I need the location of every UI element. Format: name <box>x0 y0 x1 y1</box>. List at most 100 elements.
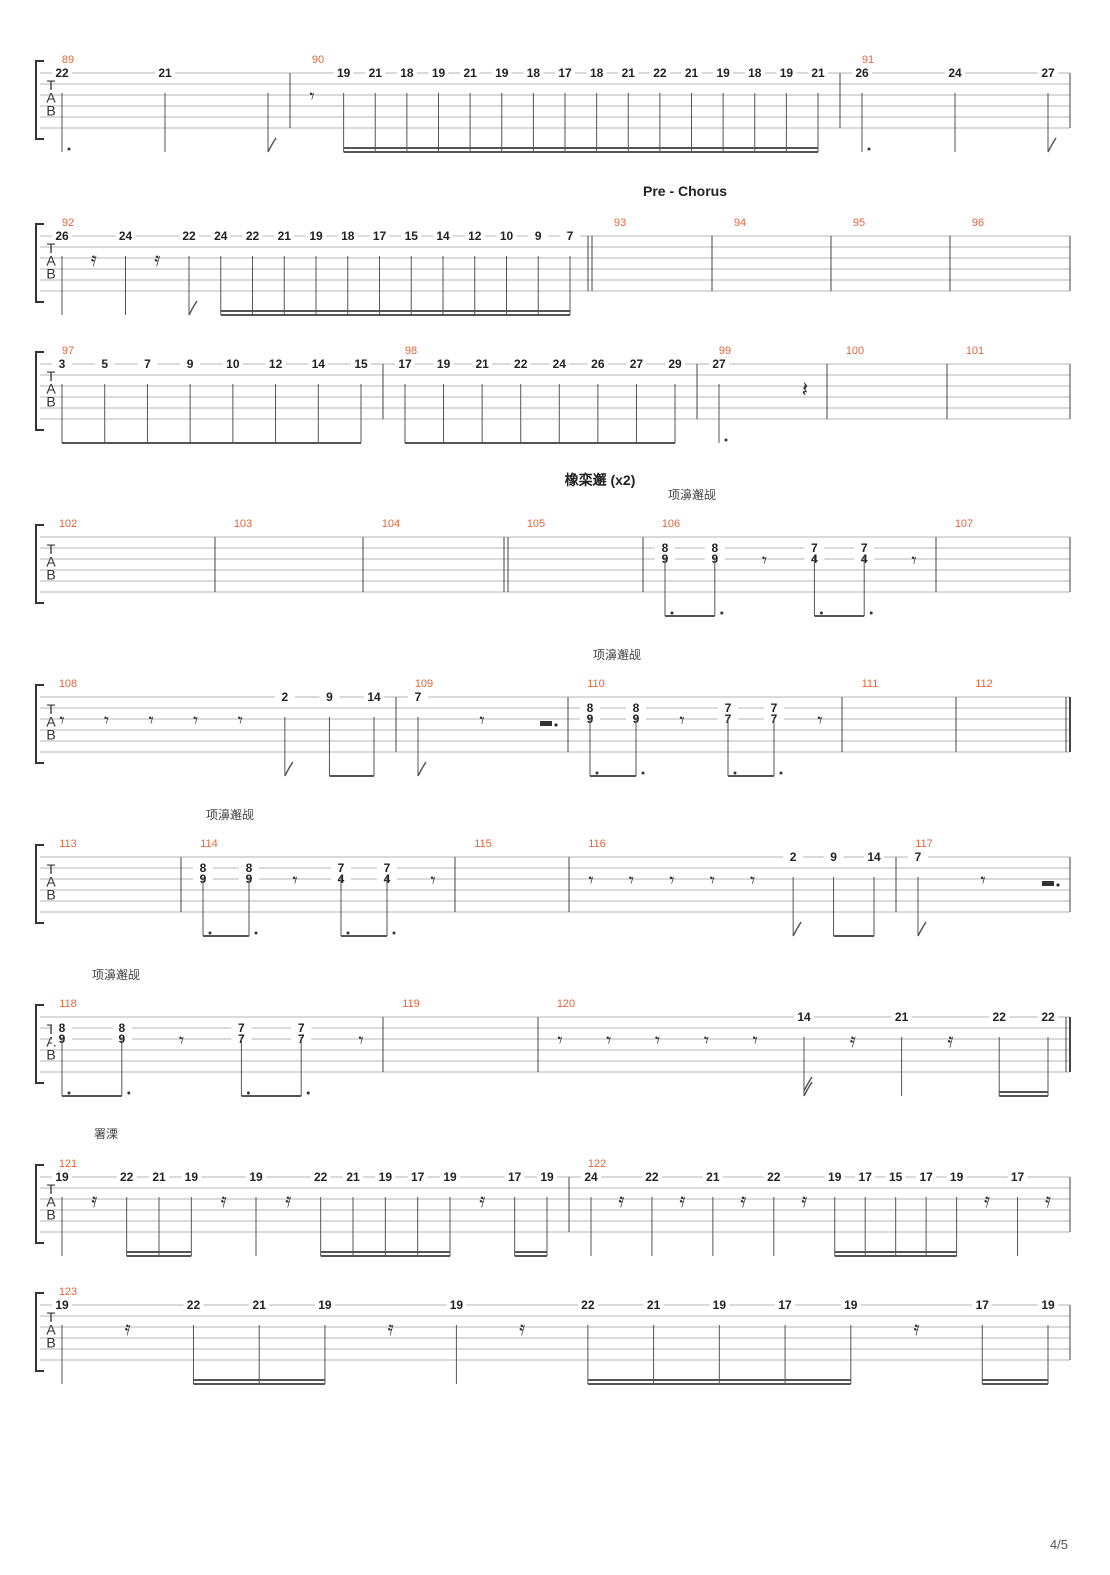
fret-number: 22 <box>187 1298 201 1312</box>
rhythm-dot <box>867 147 871 151</box>
subsection-label: 项濞邂觇 <box>668 487 716 502</box>
fret-number: 29 <box>668 357 682 371</box>
fret-bg <box>377 863 397 874</box>
measure-number: 107 <box>955 518 973 530</box>
sixteenth-rest: 𝄿 <box>519 1318 525 1340</box>
fret-number: 19 <box>443 1170 457 1184</box>
fret-number: 3 <box>59 357 66 371</box>
rhythm-dot <box>67 1091 71 1095</box>
measure-number: 121 <box>59 1158 77 1170</box>
fret-number: 17 <box>508 1170 522 1184</box>
fret-bg <box>306 231 326 242</box>
eighth-rest: 𝄾 <box>358 1030 363 1052</box>
fret-bg <box>314 1300 335 1311</box>
fret-bg <box>460 68 481 79</box>
fret-bg <box>310 1172 331 1183</box>
fret-number: 9 <box>535 229 542 243</box>
fret-bg <box>446 1300 467 1311</box>
eighth-rest: 𝄾 <box>193 710 198 732</box>
fret-number: 22 <box>767 1170 781 1184</box>
fret-number: 8 <box>246 861 253 875</box>
tab-clef-letter: A <box>46 1034 56 1050</box>
system-bracket <box>35 1004 44 1084</box>
tab-clef-letter: A <box>46 554 56 570</box>
fret-bg <box>52 1023 72 1034</box>
tab-clef-letter: T <box>47 77 56 93</box>
sixteenth-rest: 𝄿 <box>285 1190 291 1212</box>
eighth-rest: 𝄾 <box>588 870 593 892</box>
fret-number: 19 <box>249 1170 263 1184</box>
fret-number: 19 <box>318 1298 332 1312</box>
tab-clef-letter: B <box>46 726 55 742</box>
system-bracket <box>35 1292 44 1372</box>
fret-bg <box>308 359 329 370</box>
fret-bg <box>274 231 295 242</box>
fret-bg <box>641 1172 662 1183</box>
tab-clef-letter: A <box>46 381 56 397</box>
eighth-rest: 𝄾 <box>557 1030 562 1052</box>
fret-bg <box>464 231 485 242</box>
rhythm-dot <box>67 147 71 151</box>
fret-bg <box>713 68 734 79</box>
fret-bg <box>891 1012 912 1023</box>
fret-number: 17 <box>558 66 572 80</box>
fret-number: 19 <box>716 66 730 80</box>
fret-bg <box>375 1172 396 1183</box>
note-flag <box>917 921 927 937</box>
fret-bg <box>265 359 286 370</box>
fret-bg <box>239 863 259 874</box>
fret-bg <box>665 359 685 370</box>
fret-number: 17 <box>411 1170 425 1184</box>
fret-number: 8 <box>59 1021 66 1035</box>
fret-bg <box>783 852 804 863</box>
sixteenth-rest: 𝄿 <box>618 1190 624 1212</box>
tab-clef-letter: T <box>47 701 56 717</box>
fret-bg <box>52 1300 72 1311</box>
fret-number: 9 <box>830 850 837 864</box>
measure: 100 <box>846 345 864 357</box>
fret-number: 7 <box>915 850 922 864</box>
fret-bg <box>183 1300 204 1311</box>
rhythm-dot <box>595 771 599 775</box>
sixteenth-rest: 𝄿 <box>91 249 97 271</box>
fret-bg <box>764 703 784 714</box>
fret-bg <box>885 1172 906 1183</box>
fret-number: 7 <box>415 690 422 704</box>
sixteenth-rest: 𝄿 <box>679 1190 685 1212</box>
rhythm-dot <box>641 771 645 775</box>
eighth-rest: 𝄾 <box>606 1030 611 1052</box>
measure-number: 108 <box>59 678 77 690</box>
measure-number: 104 <box>382 518 400 530</box>
fret-number: 21 <box>158 66 172 80</box>
note-flag <box>267 137 277 153</box>
fret-number: 15 <box>354 357 368 371</box>
fret-number: 10 <box>500 229 514 243</box>
fret-number: 19 <box>437 357 451 371</box>
measure-number: 100 <box>846 345 864 357</box>
rest-dot <box>1056 883 1060 887</box>
fret-bg <box>396 68 417 79</box>
fret-bg <box>823 852 844 863</box>
fret-bg <box>643 1300 664 1311</box>
measure-number: 92 <box>62 217 74 229</box>
fret-bg <box>319 692 340 703</box>
measure-number: 106 <box>662 518 680 530</box>
fret-number: 8 <box>587 701 594 715</box>
fret-bg <box>222 359 243 370</box>
fret-bg <box>649 68 670 79</box>
tab-clef-letter: B <box>46 886 55 902</box>
tab-clef-letter: B <box>46 102 55 118</box>
fret-number: 17 <box>976 1298 990 1312</box>
eighth-rest: 𝄾 <box>655 1030 660 1052</box>
measure: 1108989𝄾7777𝄾 <box>580 678 823 777</box>
measure: 105 <box>527 518 545 530</box>
fret-bg <box>709 1300 730 1311</box>
fret-bg <box>794 1012 814 1023</box>
eighth-rest: 𝄾 <box>679 710 684 732</box>
